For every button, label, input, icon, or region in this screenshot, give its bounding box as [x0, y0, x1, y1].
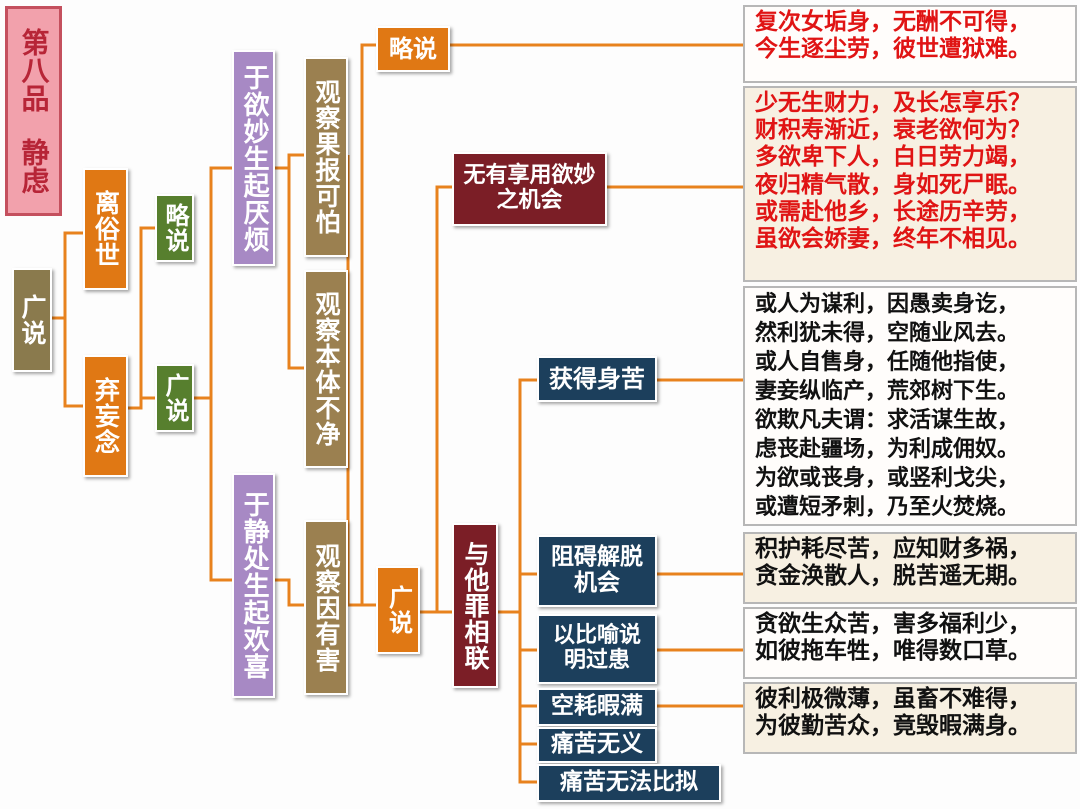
node-guanchabenti: 观察本体不净 [304, 270, 348, 468]
node-guanchayinyou: 观察因有害 [304, 520, 348, 695]
verse-line: 虑丧赴疆场，为利成佣奴。 [755, 437, 1020, 462]
chapter-title: 第八品 静虑 [5, 6, 62, 216]
verse-line: 积护耗尽苦，应知财多祸， [755, 536, 1031, 562]
node-qiwangnian: 弃妄念 [83, 355, 128, 477]
node-tongkuwufa: 痛苦无法比拟 [537, 764, 721, 802]
node-guanchaguobao: 观察果报可怕 [304, 57, 348, 257]
node-lueshuo-l2: 略说 [155, 194, 194, 262]
verse-line: 欲欺凡夫谓：求活谋生故， [755, 408, 1020, 433]
verse-line: 或需赴他乡，长途历辛劳， [755, 198, 1031, 225]
verse-box-6: 彼利极微薄，虽畜不难得， 为彼勤苦众，竟毁暇满身。 [743, 682, 1077, 754]
verse-box-3: 或人为谋利，因愚卖身讫， 然利犹未得，空随业风去。 或人自售身，任随他指使， 妻… [743, 286, 1077, 526]
verse-line: 或人为谋利，因愚卖身讫， [755, 292, 1020, 317]
verse-line: 或遭短矛刺，乃至火焚烧。 [755, 495, 1020, 520]
chapter-title-line1: 第八品 [17, 28, 51, 112]
verse-line: 贪欲生众苦，害多福利少， [755, 611, 1031, 637]
node-wuyou: 无有享用欲妙之机会 [452, 152, 607, 226]
node-huode: 获得身苦 [537, 356, 657, 402]
verse-line: 财积寿渐近，衰老欲何为？ [755, 117, 1031, 144]
verse-line: 多欲卑下人，白日劳力竭， [755, 144, 1031, 171]
verse-line: 今生逐尘劳，彼世遭狱难。 [755, 36, 1031, 63]
verse-line: 贪金涣散人，脱苦遥无期。 [755, 563, 1031, 590]
verse-line: 虽欲会娇妻，终年不相见。 [755, 226, 1031, 253]
node-yutazui: 与他罪相联 [452, 523, 498, 688]
verse-line: 如彼拖车牲，唯得数口草。 [755, 638, 1031, 665]
node-yujing: 于静处生起欢喜 [232, 473, 275, 698]
verse-line: 然利犹未得，空随业风去。 [755, 321, 1020, 346]
verse-line: 彼利极微薄，虽畜不难得， [755, 686, 1031, 712]
node-yibiyu: 以比喻说明过患 [537, 614, 657, 684]
verse-box-4: 积护耗尽苦，应知财多祸， 贪金涣散人，脱苦遥无期。 [743, 532, 1077, 604]
verse-box-2: 少无生财力，及长怎享乐？ 财积寿渐近，衰老欲何为？ 多欲卑下人，白日劳力竭， 夜… [743, 86, 1077, 282]
verse-box-5: 贪欲生众苦，害多福利少， 如彼拖车牲，唯得数口草。 [743, 607, 1077, 679]
node-lisushi: 离俗世 [83, 168, 128, 290]
verse-line: 少无生财力，及长怎享乐？ [755, 90, 1031, 116]
verse-line: 复次女垢身，无酬不可得， [755, 9, 1031, 35]
node-konghao: 空耗暇满 [537, 688, 657, 726]
verse-line: 为彼勤苦众，竟毁暇满身。 [755, 713, 1031, 740]
verse-line: 夜归精气散，身如死尸眠。 [755, 171, 1031, 198]
node-guangshuo-l4: 广说 [376, 566, 420, 654]
node-guangshuo-l2: 广说 [155, 364, 194, 432]
node-tongku: 痛苦无义 [537, 727, 657, 763]
verse-line: 为欲或丧身，或竖利戈尖， [755, 466, 1020, 491]
node-yuyu: 于欲妙生起厌烦 [232, 50, 275, 266]
node-zuai: 阻碍解脱机会 [537, 535, 657, 607]
node-guangshuo-root: 广说 [12, 268, 52, 372]
chapter-title-line2: 静虑 [17, 138, 51, 194]
node-lueshuo-l4: 略说 [376, 26, 450, 72]
verse-line: 妻妾纵临产，荒郊树下生。 [755, 379, 1020, 404]
verse-line: 或人自售身，任随他指使， [755, 350, 1020, 375]
verse-box-1: 复次女垢身，无酬不可得， 今生逐尘劳，彼世遭狱难。 [743, 5, 1077, 83]
